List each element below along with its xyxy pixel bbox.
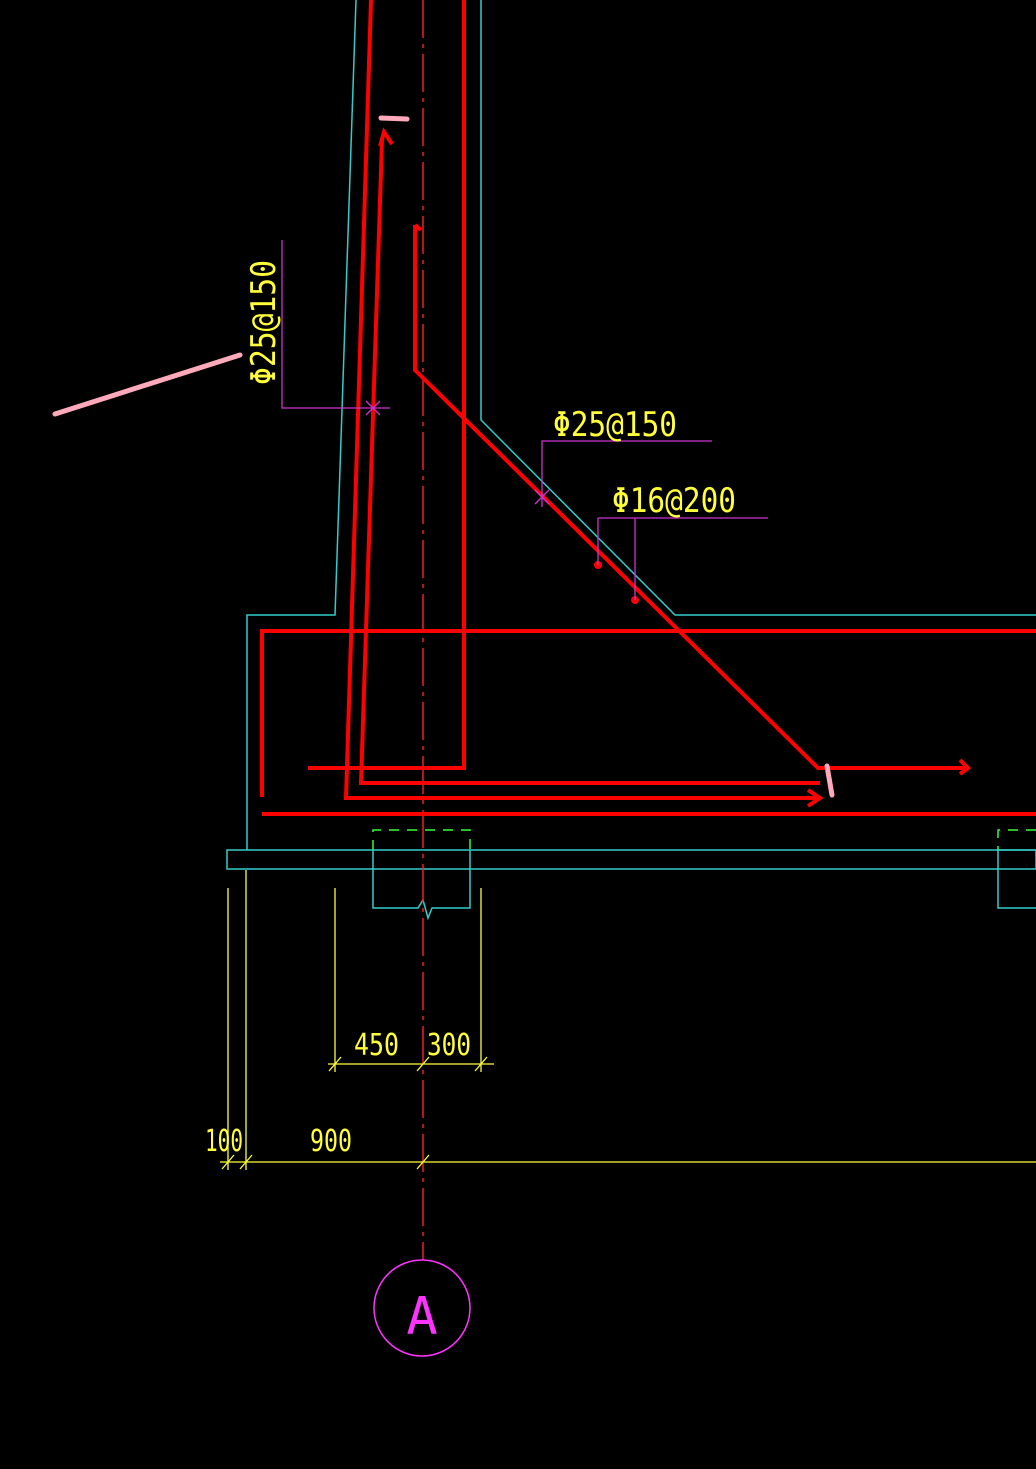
rebar-wall-third	[308, 0, 466, 770]
pile-top-left	[372, 829, 471, 850]
rebar-haunch-end-hook	[958, 758, 972, 776]
label-wall-rebar: Φ25@150	[244, 260, 284, 385]
tick-300-right	[474, 1056, 488, 1072]
dim-text-900: 900	[310, 1124, 352, 1159]
highlight-top-tick	[378, 115, 410, 122]
concrete-outline	[226, 0, 1036, 921]
leader-wall-rebar	[281, 240, 390, 409]
rebar-haunch	[413, 225, 968, 770]
axis-bubble	[373, 1259, 471, 1357]
wall-inner-face-haunch	[480, 0, 1036, 616]
wall-outer-face	[246, 0, 357, 850]
rebar-haunch-top-hook	[413, 223, 423, 232]
leader-wall-rebar-x2	[365, 400, 381, 416]
tick-axis-lower	[416, 1154, 430, 1170]
dim-text-450: 450	[354, 1028, 399, 1063]
rebar-wall-outer-hook	[806, 788, 824, 808]
highlight-marks	[52, 115, 835, 798]
highlight-bottom-tick	[824, 763, 835, 798]
tick-100-right	[239, 1154, 253, 1170]
rebar-group	[260, 0, 1036, 816]
label-haunch-rebar: Φ25@150	[553, 405, 677, 445]
dim-text-300: 300	[427, 1028, 471, 1063]
pile-cap-left	[372, 850, 471, 921]
rebar-slab-top	[260, 629, 1036, 797]
pile-dashed-tops	[372, 829, 1036, 850]
rebar-wall-top-hook	[378, 127, 394, 147]
leader-lines	[281, 240, 768, 600]
tick-axis-upper	[416, 1056, 430, 1072]
highlight-pointer-line	[52, 352, 243, 417]
pile-cap-right	[997, 849, 1036, 909]
tick-450-left	[328, 1056, 342, 1072]
pile-top-right	[997, 829, 1036, 850]
dim-text-100: 100	[205, 1124, 243, 1159]
tick-100-left	[221, 1154, 235, 1170]
label-haunch-distribution: Φ16@200	[612, 481, 736, 521]
leader-distribution-a	[597, 517, 768, 565]
axis-label: A	[406, 1287, 437, 1347]
leader-haunch-rebar	[541, 440, 712, 507]
rebar-wall-second	[358, 139, 820, 785]
slab-bottom-band	[226, 849, 1036, 870]
dimension-lines	[220, 870, 1036, 1170]
rebar-wall-outer	[343, 0, 818, 800]
leader-haunch-rebar-x2	[534, 489, 550, 505]
